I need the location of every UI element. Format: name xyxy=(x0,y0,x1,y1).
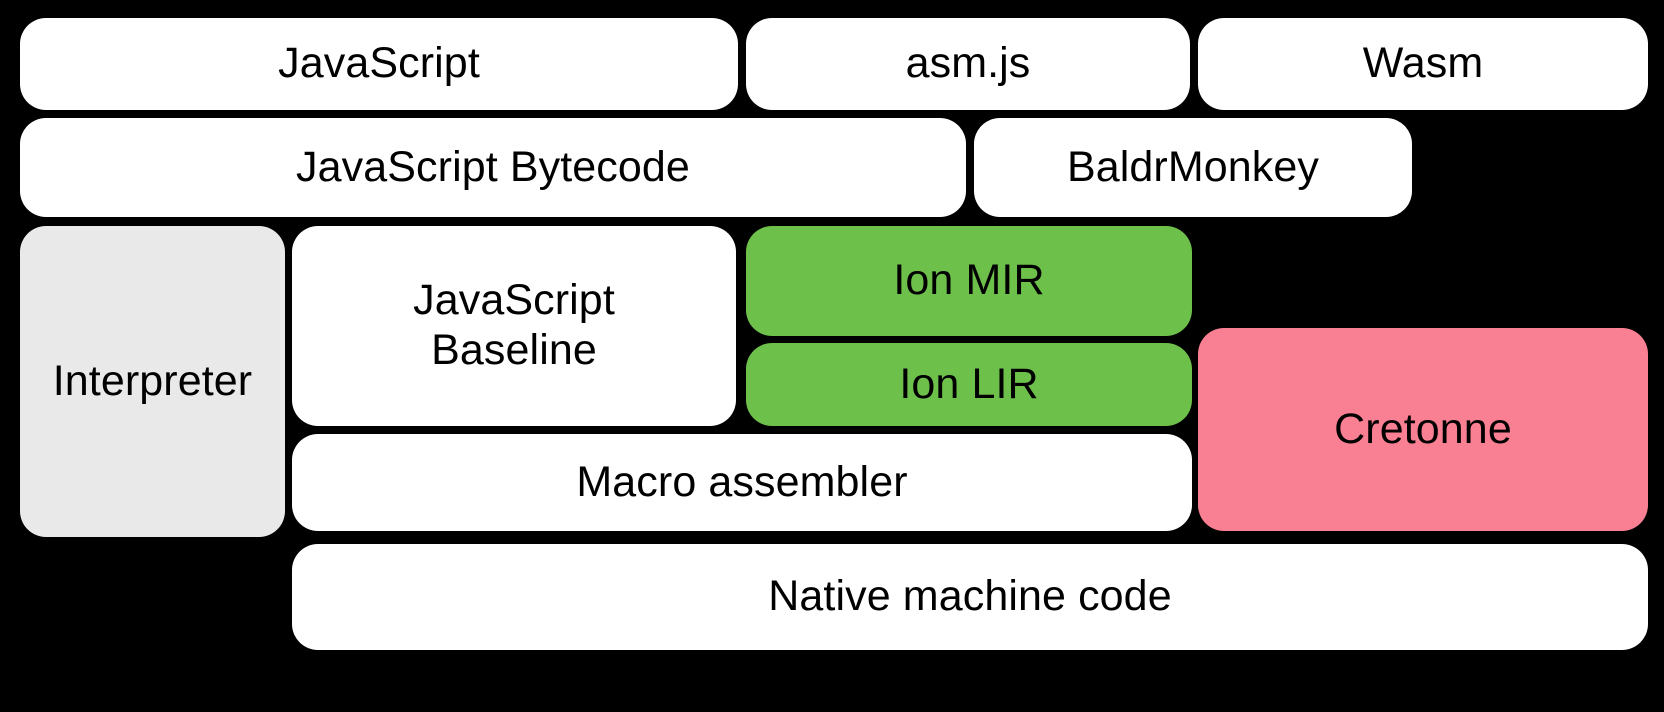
node-asmjs[interactable]: asm.js xyxy=(746,18,1190,110)
node-native-machine-code[interactable]: Native machine code xyxy=(292,544,1648,650)
node-javascript-baseline[interactable]: JavaScript Baseline xyxy=(292,226,736,426)
node-interpreter[interactable]: Interpreter xyxy=(20,226,285,537)
node-ion-mir[interactable]: Ion MIR xyxy=(746,226,1192,336)
node-wasm[interactable]: Wasm xyxy=(1198,18,1648,110)
node-javascript[interactable]: JavaScript xyxy=(20,18,738,110)
node-javascript-bytecode[interactable]: JavaScript Bytecode xyxy=(20,118,966,217)
node-cretonne[interactable]: Cretonne xyxy=(1198,328,1648,531)
node-baldrmonkey[interactable]: BaldrMonkey xyxy=(974,118,1412,217)
node-ion-lir[interactable]: Ion LIR xyxy=(746,343,1192,426)
node-macro-assembler[interactable]: Macro assembler xyxy=(292,434,1192,531)
